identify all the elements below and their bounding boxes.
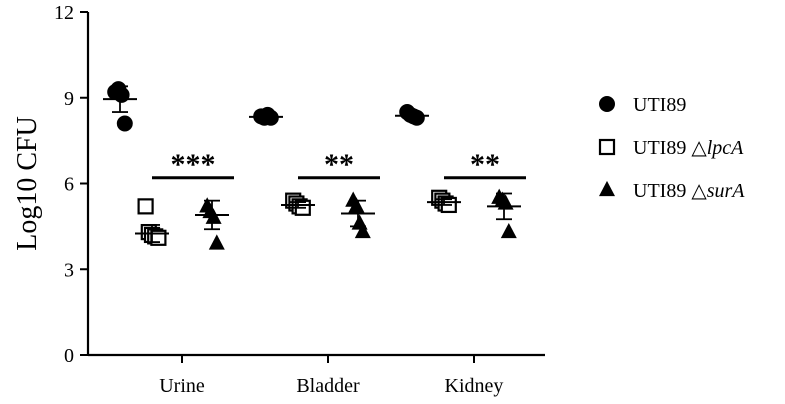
- significance-stars: ***: [171, 148, 216, 181]
- legend-label: UTI89 △surA: [633, 180, 745, 202]
- legend-marker: [599, 96, 615, 112]
- y-tick-label: 12: [54, 2, 74, 24]
- data-point: [205, 208, 222, 224]
- data-point: [137, 198, 154, 215]
- series-0: [103, 81, 429, 132]
- series-2: [195, 188, 521, 250]
- x-axis: Urine Bladder Kidney: [88, 353, 545, 397]
- x-tick-label: Urine: [159, 375, 205, 397]
- data-point: [351, 214, 368, 230]
- data-point: [208, 234, 225, 250]
- y-tick-label: 0: [64, 345, 74, 367]
- data-point: [116, 115, 133, 132]
- legend-marker: [598, 138, 616, 156]
- y-tick-label: 3: [64, 259, 74, 281]
- legend-item: UTI89: [599, 94, 686, 116]
- legend-label: UTI89 △lpcA: [633, 137, 744, 159]
- significance-stars: **: [324, 148, 354, 181]
- legend-item: UTI89 △surA: [599, 180, 745, 202]
- legend-item: UTI89 △lpcA: [598, 137, 744, 159]
- y-axis-title: Log10 CFU: [12, 116, 43, 251]
- significance-stars: **: [470, 148, 500, 181]
- x-tick-label: Kidney: [445, 375, 504, 397]
- y-tick-label: 6: [64, 174, 74, 196]
- significance-annotations: *******: [152, 148, 526, 181]
- y-tick-label: 9: [64, 88, 74, 110]
- series-1: [135, 189, 461, 246]
- data-point: [500, 222, 517, 239]
- data-points: [103, 81, 521, 250]
- legend-label: UTI89: [633, 94, 686, 116]
- data-point: [354, 222, 371, 239]
- data-point: [113, 86, 130, 103]
- y-axis: 0 3 6 9 12 Log10 CFU: [12, 2, 90, 367]
- data-point: [348, 197, 365, 213]
- x-tick-label: Bladder: [296, 375, 360, 397]
- legend-marker: [599, 180, 615, 197]
